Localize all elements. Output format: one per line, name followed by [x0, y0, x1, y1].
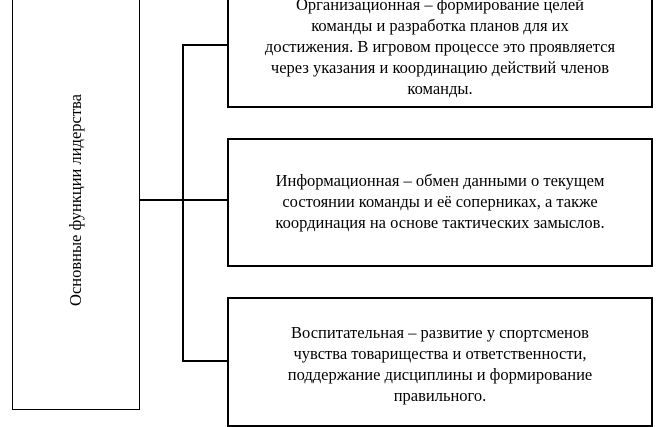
- text-line: состоянии команды и её соперниках, а так…: [282, 192, 598, 211]
- text-line: чувства товарищества и ответственности,: [293, 344, 587, 363]
- informational-function-box: Информационная – обмен данными о текущем…: [227, 138, 653, 267]
- text-line: Информационная – обмен данными о текущем: [275, 171, 605, 190]
- text-line: координация на основе тактических замысл…: [275, 213, 605, 232]
- text-line: команды и разработка планов для их: [311, 16, 569, 35]
- text-line: Воспитательная – развитие у спортсменов: [291, 323, 589, 342]
- text-line: через указания и координацию действий чл…: [270, 58, 610, 77]
- main-functions-label: Основные функции лидерства: [66, 94, 85, 306]
- text-line: Организационная – формирование целей: [295, 0, 584, 14]
- text-line: команды.: [407, 79, 473, 98]
- text-line: достижения. В игровом процессе это прояв…: [264, 37, 616, 56]
- connector-main: [139, 199, 184, 201]
- organizational-function-box: Организационная – формирование целей ком…: [227, 0, 653, 108]
- main-functions-box: Основные функции лидерства: [12, 0, 140, 410]
- connector-branch-3: [182, 360, 228, 362]
- educational-function-box: Воспитательная – развитие у спортсменов …: [227, 297, 653, 427]
- connector-trunk: [182, 44, 184, 362]
- text-line: поддержание дисциплины и формирование: [287, 365, 593, 384]
- text-line: правильного.: [393, 386, 487, 405]
- connector-branch-1: [182, 44, 228, 46]
- connector-branch-2: [182, 199, 228, 201]
